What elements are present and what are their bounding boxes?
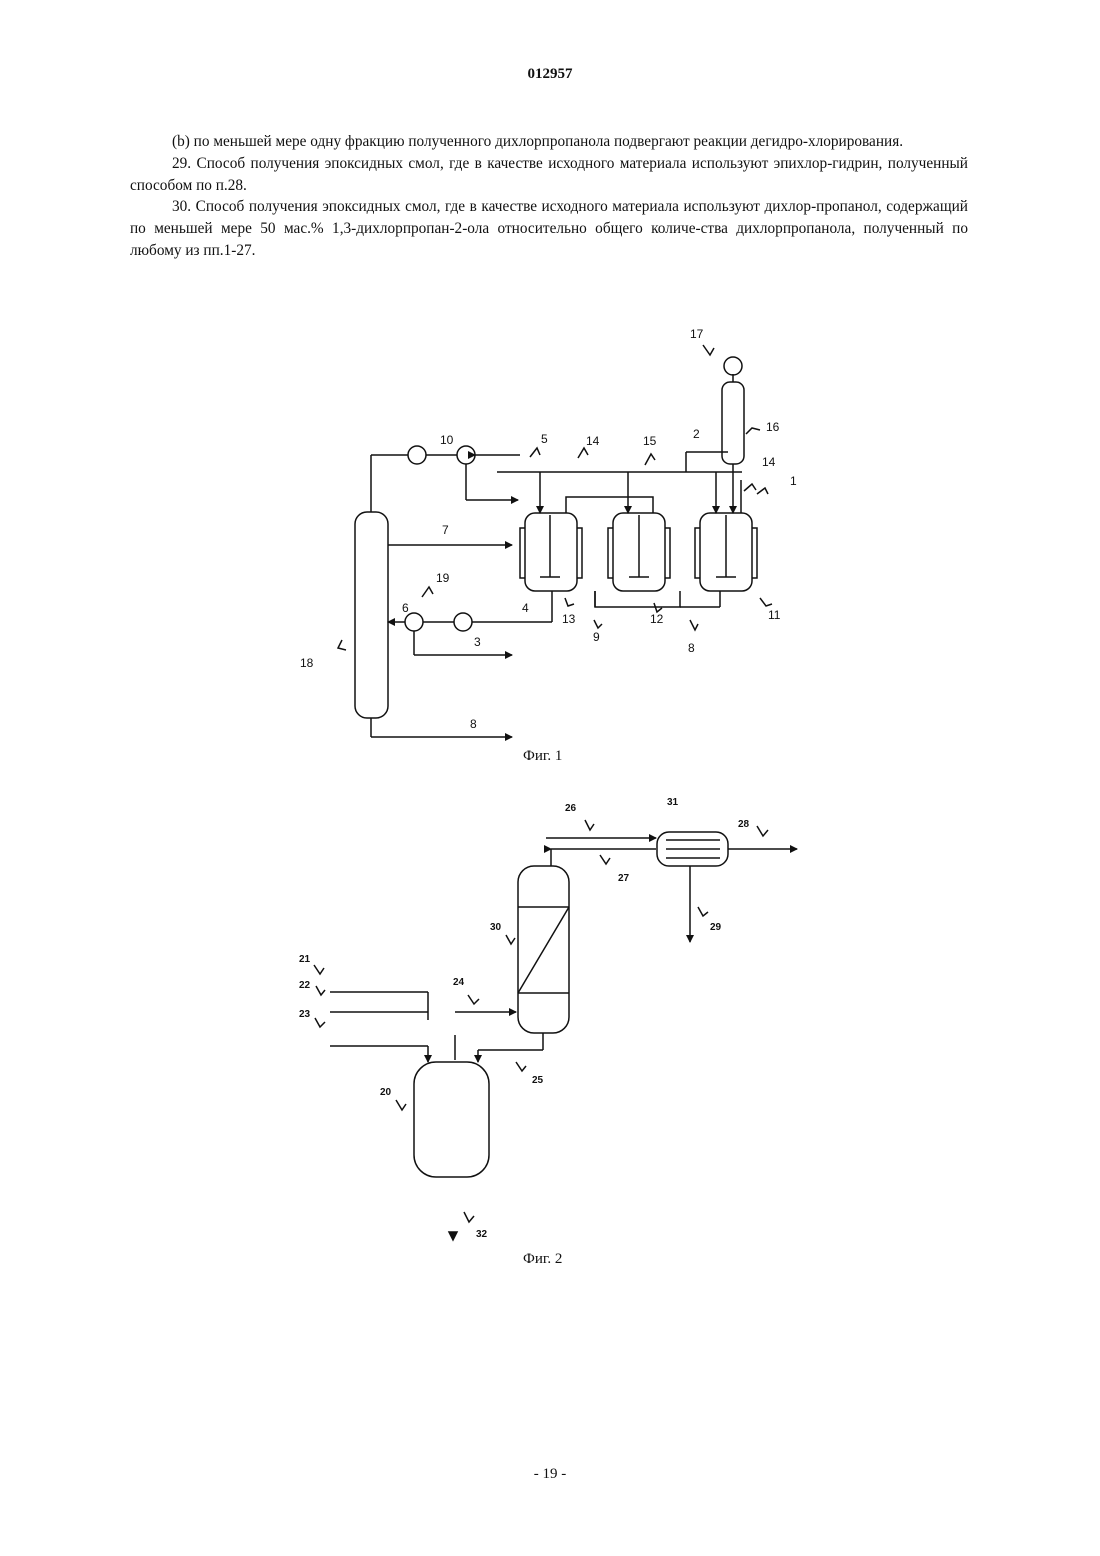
vessel-20 <box>414 1062 489 1177</box>
label-23: 23 <box>299 1009 311 1020</box>
figure-2: 26 31 28 27 29 30 21 22 23 24 25 20 32 <box>0 0 1100 1300</box>
label-20: 20 <box>380 1087 392 1098</box>
label-27: 27 <box>618 873 630 884</box>
page-number: - 19 - <box>0 1466 1100 1483</box>
label-32: 32 <box>476 1229 488 1240</box>
label-28: 28 <box>738 819 750 830</box>
figure-2-caption: Фиг. 2 <box>523 1251 562 1268</box>
label-21: 21 <box>299 954 311 965</box>
label-30: 30 <box>490 922 502 933</box>
label-24: 24 <box>453 977 465 988</box>
figure-2-diagram: 26 31 28 27 29 30 21 22 23 24 25 20 32 <box>0 0 1100 1300</box>
label-25: 25 <box>532 1075 544 1086</box>
label-26: 26 <box>565 803 577 814</box>
label-29: 29 <box>710 922 722 933</box>
label-22: 22 <box>299 980 311 991</box>
label-31: 31 <box>667 797 679 808</box>
